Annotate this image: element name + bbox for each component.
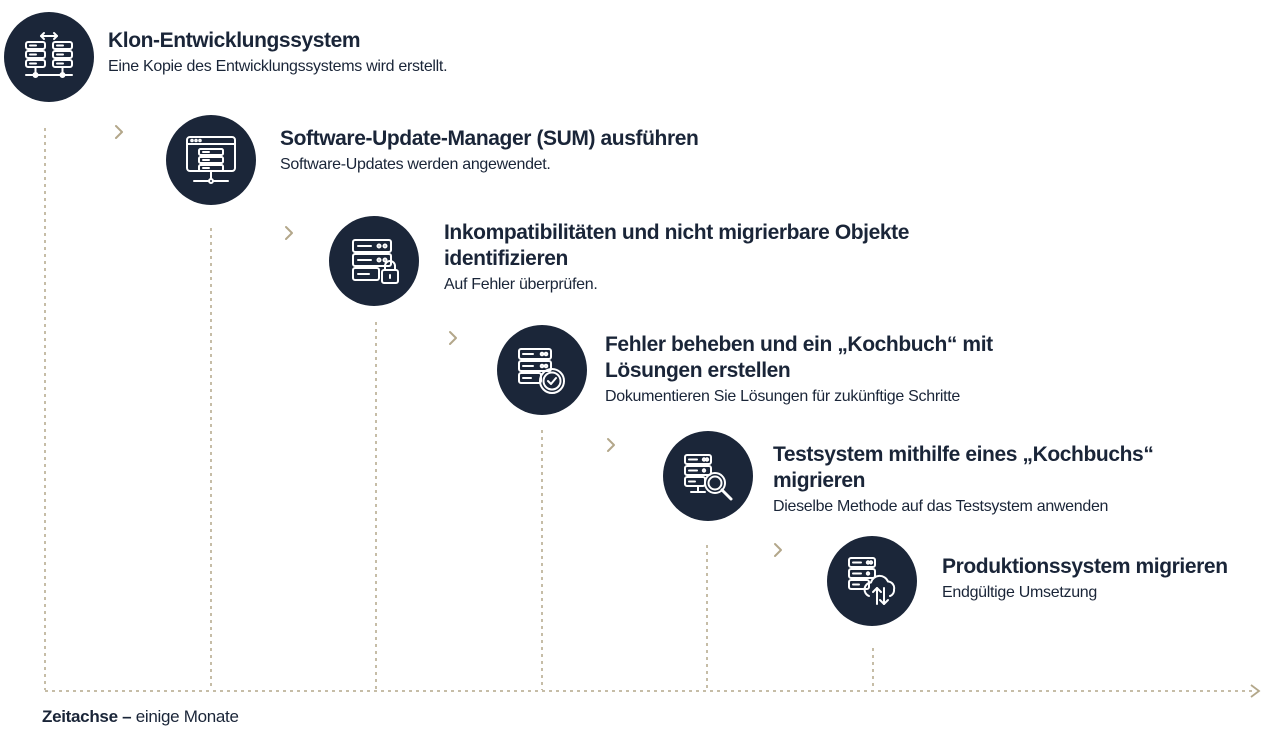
step-5-title: Testsystem mithilfe eines „Kochbuchs“ mi…	[773, 443, 1154, 492]
axis-label-rest: einige Monate	[131, 707, 239, 726]
server-cloud-transfer-icon	[848, 557, 896, 605]
axis-arrow-icon	[1250, 684, 1261, 698]
server-check-icon	[518, 348, 565, 394]
chevron-right-icon	[774, 543, 782, 557]
step-5-icon-circle	[663, 431, 753, 521]
server-lock-icon	[352, 239, 399, 284]
step-4-text: Fehler beheben und ein „Kochbuch“ mit Lö…	[605, 332, 1065, 408]
axis-label-bold: Zeitachse –	[42, 707, 132, 726]
update-window-server-icon	[186, 136, 236, 184]
server-search-icon	[684, 454, 733, 501]
step-2-text: Software-Update-Manager (SUM) ausführen …	[280, 126, 900, 176]
step-3-description: Auf Fehler überprüfen.	[444, 276, 598, 293]
step-1-icon-circle	[4, 12, 94, 102]
step-3-icon-circle	[329, 216, 419, 306]
step-2-description: Software-Updates werden angewendet.	[280, 156, 551, 173]
servers-sync-icon	[25, 32, 73, 78]
step-6-text: Produktionssystem migrieren Endgültige U…	[942, 554, 1272, 604]
step-1-title: Klon-Entwicklungssystem	[108, 29, 361, 52]
step-3-text: Inkompatibilitäten und nicht migrierbare…	[444, 220, 1004, 296]
step-4-icon-circle	[497, 325, 587, 415]
chevron-right-icon	[115, 125, 123, 139]
step-2-title: Software-Update-Manager (SUM) ausführen	[280, 127, 699, 150]
step-1-text: Klon-Entwicklungssystem Eine Kopie des E…	[108, 28, 668, 78]
step-2-icon-circle	[166, 115, 256, 205]
step-4-description: Dokumentieren Sie Lösungen für zukünftig…	[605, 388, 960, 405]
chevron-right-icon	[285, 226, 293, 240]
chevron-right-icon	[607, 438, 615, 452]
step-6-title: Produktionssystem migrieren	[942, 555, 1228, 578]
step-4-title: Fehler beheben und ein „Kochbuch“ mit Lö…	[605, 333, 993, 382]
chevron-right-icon	[449, 331, 457, 345]
step-6-description: Endgültige Umsetzung	[942, 584, 1097, 601]
step-5-description: Dieselbe Methode auf das Testsystem anwe…	[773, 498, 1109, 515]
timeline-axis-label: Zeitachse – einige Monate	[42, 707, 239, 727]
step-1-description: Eine Kopie des Entwicklungssystems wird …	[108, 58, 448, 75]
step-5-text: Testsystem mithilfe eines „Kochbuchs“ mi…	[773, 442, 1233, 518]
step-3-title: Inkompatibilitäten und nicht migrierbare…	[444, 221, 910, 270]
step-6-icon-circle	[827, 536, 917, 626]
